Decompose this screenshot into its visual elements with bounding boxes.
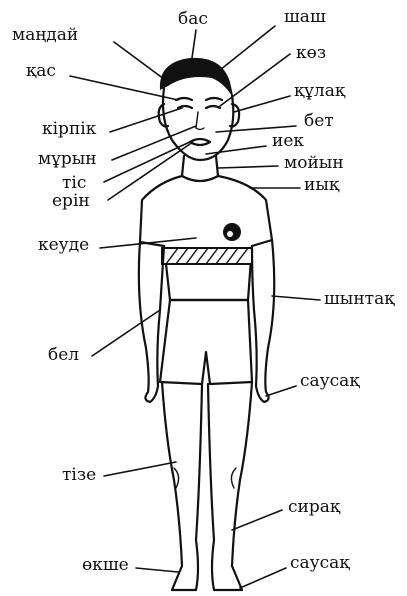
label-okshe: өкше [82, 556, 129, 574]
right-eye [206, 106, 220, 108]
leader-shyntaq [272, 296, 320, 300]
label-tize: тізе [62, 466, 96, 484]
label-siraq: сирақ [288, 498, 340, 516]
leader-bel [92, 310, 160, 356]
leader-iek [206, 146, 266, 154]
label-bel: бел [48, 346, 79, 364]
right-ear [230, 104, 239, 127]
label-qas: қас [26, 62, 56, 80]
right-knee [231, 468, 236, 488]
label-shash: шаш [284, 8, 326, 26]
label-bas: бас [178, 10, 208, 28]
label-iyq: иық [304, 176, 339, 194]
label-moiyn: мойын [284, 154, 344, 172]
leader-mandai [114, 42, 168, 82]
label-bet: бет [304, 112, 334, 130]
left-leg [162, 382, 202, 590]
label-sausaq-foot: саусақ [290, 554, 350, 572]
label-qulaq: құлақ [294, 82, 345, 100]
leader-shash [220, 26, 275, 70]
label-muryn: мұрын [38, 150, 97, 168]
hair [160, 58, 234, 100]
leader-okshe [136, 568, 178, 572]
leader-moiyn [218, 166, 278, 168]
right-leg [208, 382, 252, 590]
leader-kirpik [110, 108, 182, 132]
label-sausaq-hand: саусақ [300, 372, 360, 390]
leader-qulaq [234, 96, 290, 112]
label-iek: иек [272, 132, 304, 150]
label-kirpik: кірпік [42, 120, 96, 138]
leader-siraq [232, 510, 282, 530]
left-eye [178, 106, 192, 108]
label-tis: тіс [62, 174, 86, 192]
leader-muryn [112, 126, 196, 160]
label-shyntaq: шынтақ [324, 290, 395, 308]
shorts [160, 300, 252, 384]
chest-badge-mark [227, 231, 233, 237]
label-keude: кеуде [38, 236, 89, 254]
leader-bas [192, 30, 196, 58]
leader-sausaq-foot [240, 568, 286, 588]
right-eyebrow [206, 98, 222, 100]
label-erin: ерін [52, 192, 90, 210]
right-arm [252, 240, 274, 402]
leader-lines [70, 26, 320, 588]
leader-keude [100, 238, 196, 248]
label-mandai: маңдай [12, 26, 78, 44]
label-koz: көз [296, 44, 326, 62]
leader-sausaq-hand [266, 386, 296, 396]
nose [196, 112, 204, 130]
leader-tize [104, 462, 176, 476]
